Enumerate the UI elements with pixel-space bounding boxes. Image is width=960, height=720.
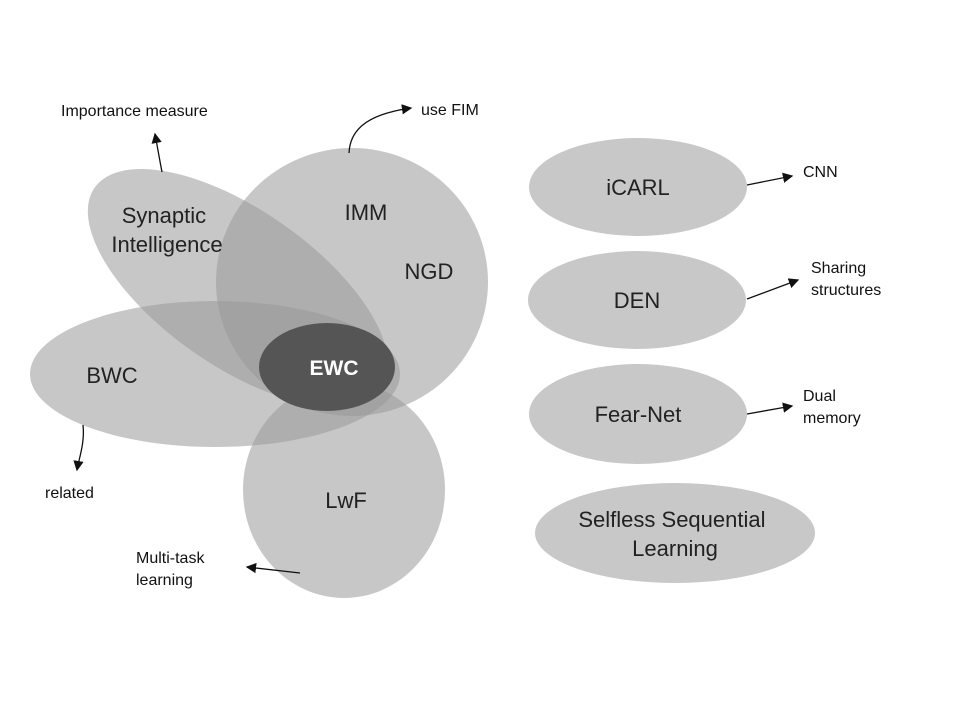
ewc-ellipse[interactable] bbox=[259, 323, 395, 411]
sharing-line-2: structures bbox=[811, 282, 881, 299]
cnn-arrow bbox=[746, 172, 794, 186]
imm-label: IMM bbox=[345, 200, 388, 225]
synaptic-intelligence-line-2: Intelligence bbox=[111, 232, 222, 257]
selfless-label: Selfless Sequential Learning bbox=[578, 507, 771, 561]
synaptic-intelligence-label: Synaptic Intelligence bbox=[111, 203, 222, 257]
cnn-note: CNN bbox=[803, 164, 838, 181]
lwf-ellipse bbox=[243, 382, 445, 598]
icarl-ellipse[interactable] bbox=[529, 138, 747, 236]
use-fim-arrow bbox=[348, 104, 413, 154]
icarl-label: iCARL bbox=[606, 175, 670, 200]
bwc-label: BWC bbox=[86, 363, 137, 388]
importance-note: Importance measure bbox=[61, 103, 208, 120]
selfless-ellipse[interactable] bbox=[535, 483, 815, 583]
fear-net-label: Fear-Net bbox=[595, 402, 682, 427]
related-note: related bbox=[45, 485, 94, 502]
dual-arrow bbox=[746, 402, 794, 415]
sharing-note: Sharing structures bbox=[811, 260, 881, 299]
importance-arrow bbox=[151, 132, 163, 173]
lwf-label: LwF bbox=[325, 488, 367, 513]
selfless-line-1: Selfless Sequential bbox=[578, 507, 765, 532]
use-fim-note: use FIM bbox=[421, 102, 479, 119]
sharing-line-1: Sharing bbox=[811, 260, 866, 277]
ngd-label: NGD bbox=[405, 259, 454, 284]
right-column: iCARL DEN Fear-Net Selfless Sequential L… bbox=[528, 138, 815, 583]
multitask-line-1: Multi-task bbox=[136, 550, 205, 567]
multitask-note: Multi-task learning bbox=[136, 550, 209, 589]
sharing-arrow bbox=[746, 278, 800, 300]
den-ellipse[interactable] bbox=[528, 251, 746, 349]
selfless-line-2: Learning bbox=[632, 536, 718, 561]
dual-line-1: Dual bbox=[803, 388, 836, 405]
multitask-line-2: learning bbox=[136, 572, 193, 589]
ewc-label: EWC bbox=[310, 357, 359, 380]
left-cluster bbox=[30, 148, 488, 598]
dual-line-2: memory bbox=[803, 410, 861, 427]
fear-net-ellipse[interactable] bbox=[529, 364, 747, 464]
synaptic-intelligence-line-1: Synaptic bbox=[122, 203, 206, 228]
dual-note: Dual memory bbox=[803, 388, 861, 427]
den-label: DEN bbox=[614, 288, 660, 313]
multitask-arrow bbox=[245, 562, 301, 574]
related-arrow bbox=[73, 424, 85, 472]
